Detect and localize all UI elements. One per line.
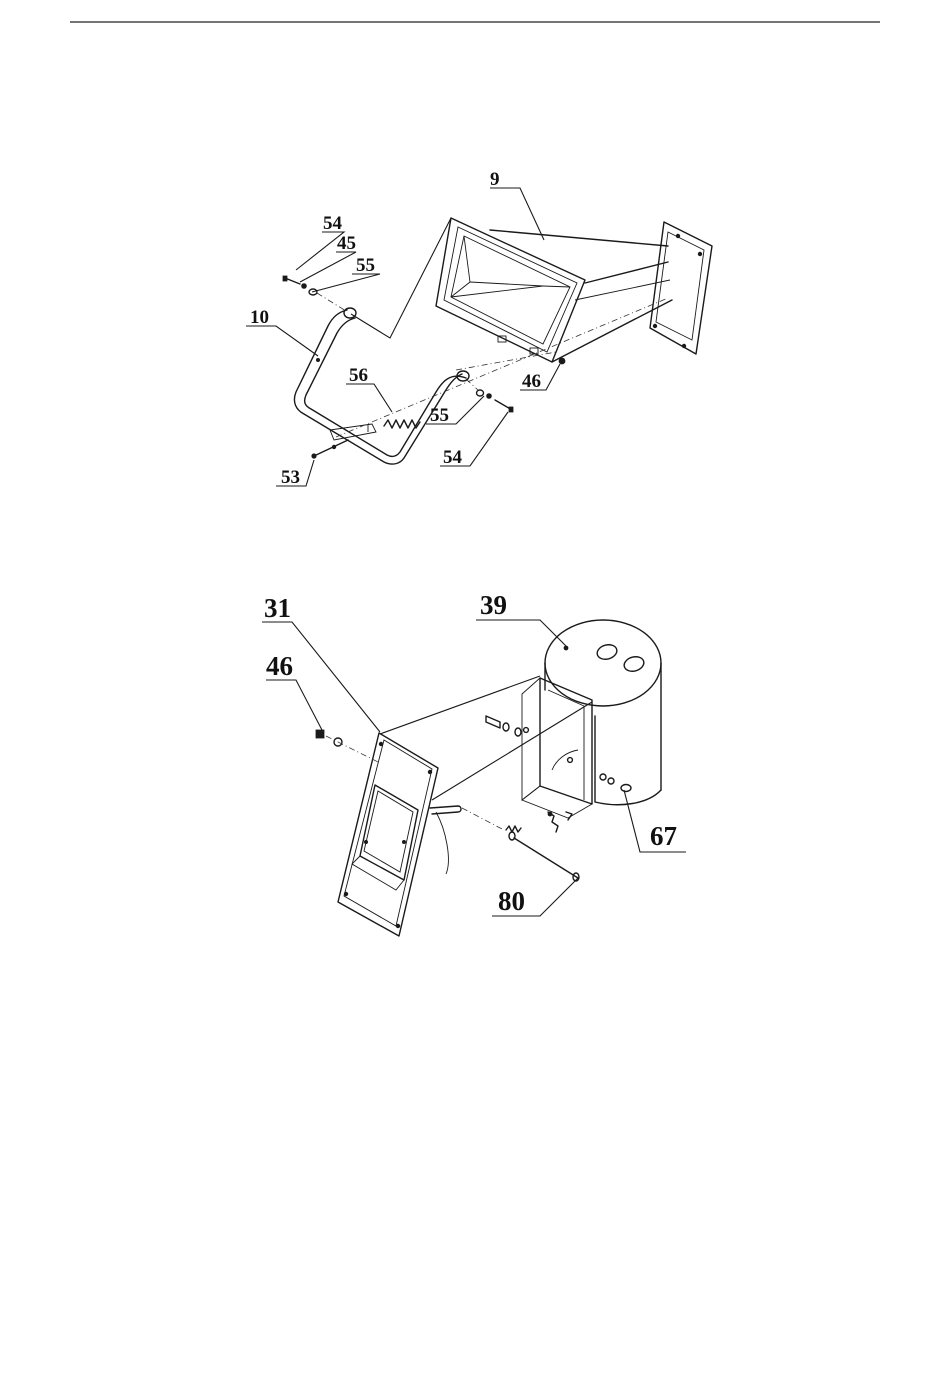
label-part-53: 53	[281, 467, 300, 488]
cover-plate-part	[338, 733, 461, 936]
label-part-54-bottom: 54	[443, 447, 463, 468]
label-part-56: 56	[349, 365, 368, 386]
label-part-46-bottom: 46	[266, 651, 293, 681]
label-part-80: 80	[498, 886, 525, 916]
label-part-55-bottom: 55	[430, 405, 449, 426]
hardware-top-left	[283, 276, 346, 311]
label-part-54-top: 54	[323, 213, 343, 234]
rod-80-part	[462, 808, 579, 881]
label-part-10: 10	[250, 307, 269, 328]
label-part-45: 45	[337, 233, 356, 254]
label-part-39: 39	[480, 590, 507, 620]
label-part-9: 9	[490, 169, 500, 190]
label-part-31: 31	[264, 593, 291, 623]
label-part-67: 67	[650, 821, 677, 851]
handle-part	[294, 308, 469, 464]
mount-bracket-part	[522, 678, 592, 832]
hardware-top-right	[466, 358, 565, 412]
hardware-bottom-left	[316, 730, 378, 762]
hopper-cylinder-part	[545, 620, 661, 805]
bolt-53	[312, 440, 348, 458]
diagram-top-chute-assembly: 9 54 45 55 10 56 46 55 54 53	[246, 169, 712, 488]
hardware-pin	[486, 716, 521, 736]
diagram-bottom-hopper-assembly: 31 46 39 67 80	[262, 590, 686, 936]
label-part-55-top: 55	[356, 255, 375, 276]
label-part-46-top: 46	[522, 371, 541, 392]
chute-part	[436, 218, 712, 362]
